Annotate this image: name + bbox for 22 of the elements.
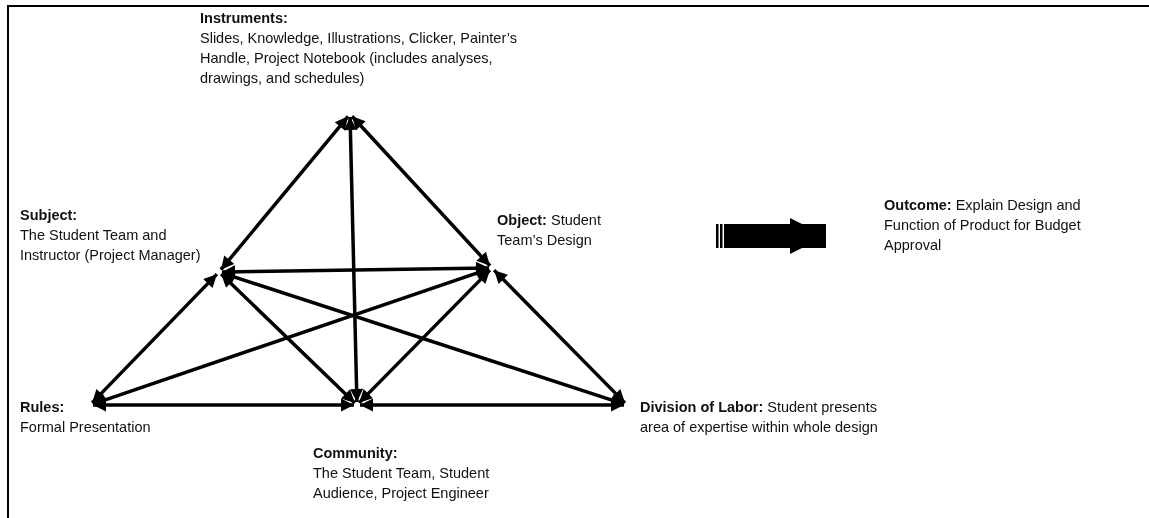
node-text: Outcome: Explain Design and Function of Product for Budget Approval (884, 196, 1082, 255)
node-heading: Community: (313, 444, 399, 463)
double-arrow (92, 267, 490, 406)
double-arrow (219, 115, 350, 271)
block-arrow (724, 218, 826, 254)
double-arrow (357, 268, 492, 405)
double-arrow (219, 272, 357, 405)
node-heading: Instruments: (200, 9, 289, 28)
node-text: Formal Presentation (20, 418, 152, 437)
node-text: Division of Labor: Student presents area of expertise within whole design (640, 398, 879, 437)
node-heading: Subject: (20, 206, 79, 225)
node-text: Slides, Knowledge, Illustrations, Clicker, Painter’s Handle, Project Notebook (includes analyses, drawings, and schedules) (200, 29, 518, 88)
node-text: Object: Student Team’s Design (497, 211, 602, 250)
double-arrow (93, 398, 354, 412)
double-arrow (360, 398, 624, 412)
double-arrow (343, 116, 364, 403)
node-text: The Student Team, Student Audience, Project Engineer (313, 464, 491, 503)
double-arrow (492, 268, 627, 405)
node-text: The Student Team and Instructor (Project Manager) (20, 226, 202, 265)
node-heading: Rules: (20, 398, 66, 417)
double-arrow (350, 115, 492, 267)
double-arrow (90, 272, 219, 405)
